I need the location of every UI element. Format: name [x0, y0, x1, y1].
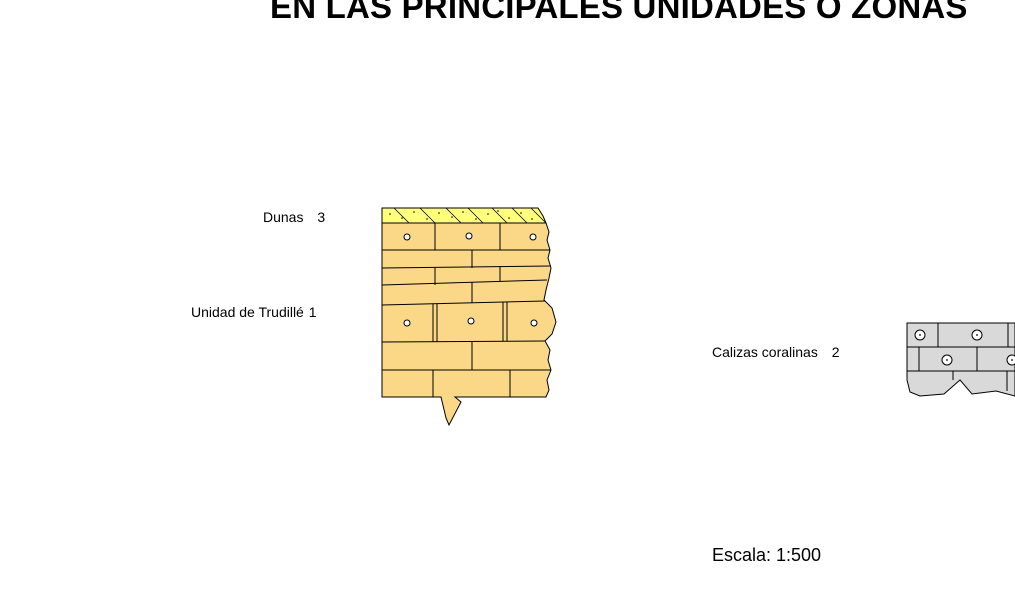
stratigraphic-column-left: [375, 200, 565, 430]
unit-label-calizas: Calizas coralinas 2: [712, 344, 840, 360]
unit-number-trudille: 1: [309, 304, 317, 320]
unit-label-trudille: Unidad de Trudillé 1: [191, 304, 317, 320]
unit-label-dunas: Dunas 3: [263, 209, 325, 225]
unit-number-calizas: 2: [832, 344, 840, 360]
unit-number-dunas: 3: [317, 209, 325, 225]
unit-name-calizas: Calizas coralinas: [712, 344, 818, 360]
unit-name-dunas: Dunas: [263, 209, 303, 225]
diagram-title: EN LAS PRINCIPALES UNIDADES O ZONAS: [270, 0, 968, 26]
stratigraphic-column-right: [900, 318, 1015, 403]
unit-name-trudille: Unidad de Trudillé: [191, 304, 304, 320]
scale-label: Escala: 1:500: [712, 545, 821, 566]
